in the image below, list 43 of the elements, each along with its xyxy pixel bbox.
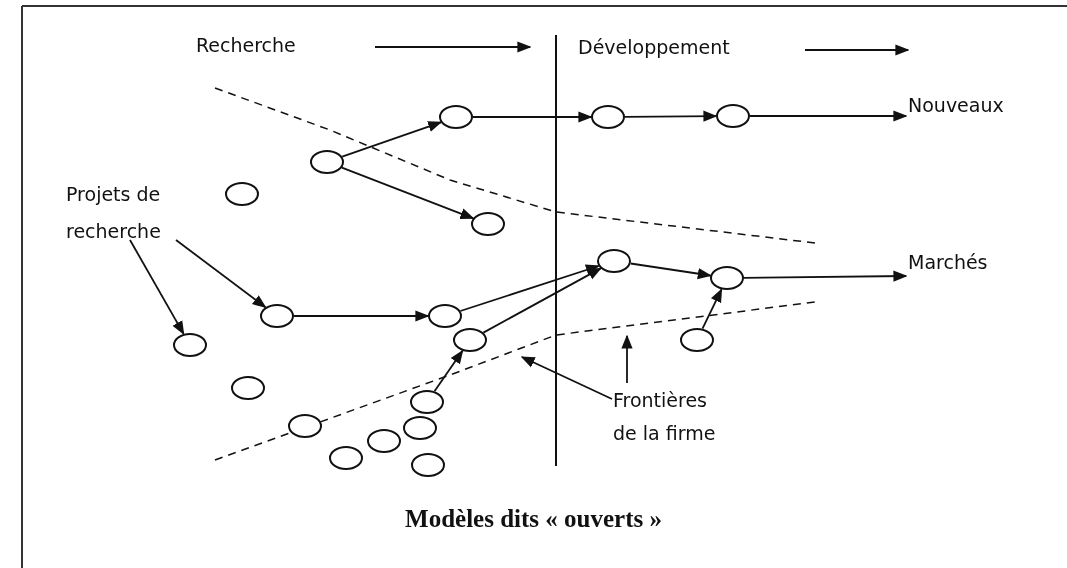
project-circle bbox=[310, 150, 344, 174]
project-circle bbox=[231, 376, 265, 400]
node-label: Projets de recherche bbox=[66, 176, 201, 250]
arrow bbox=[701, 288, 723, 330]
project-circle bbox=[716, 104, 750, 128]
arrow bbox=[624, 110, 718, 122]
project-circle bbox=[453, 328, 487, 352]
arrow bbox=[293, 310, 430, 322]
project-circle bbox=[173, 333, 207, 357]
project-circle bbox=[680, 328, 714, 352]
arrow bbox=[341, 121, 443, 158]
caption: Modèles dits « ouverts » bbox=[405, 505, 662, 532]
phase-heading: Développement bbox=[578, 36, 730, 58]
node-label: Nouveaux bbox=[908, 90, 1053, 120]
project-circle bbox=[471, 212, 505, 236]
project-circle bbox=[411, 453, 445, 477]
project-circle bbox=[225, 182, 259, 206]
arrow bbox=[482, 267, 602, 334]
project-circle bbox=[329, 446, 363, 470]
project-circle bbox=[403, 416, 437, 440]
arrow bbox=[749, 110, 908, 122]
leader-line bbox=[520, 356, 613, 400]
arrow bbox=[472, 111, 593, 123]
project-circle bbox=[367, 429, 401, 453]
node-label: Frontières de la firme bbox=[613, 384, 731, 450]
node-label: Marchés bbox=[908, 247, 1038, 277]
project-circle bbox=[260, 304, 294, 328]
project-circle bbox=[710, 266, 744, 290]
arrow bbox=[433, 349, 464, 393]
project-circle bbox=[410, 390, 444, 414]
arrow bbox=[129, 239, 185, 336]
phase-heading: Recherche bbox=[196, 34, 296, 56]
arrow bbox=[629, 262, 712, 280]
project-circle bbox=[428, 304, 462, 328]
project-circle bbox=[288, 414, 322, 438]
project-circle bbox=[591, 105, 625, 129]
leader-line bbox=[621, 334, 633, 384]
arrow bbox=[341, 166, 475, 220]
project-circle bbox=[439, 105, 473, 129]
project-circle bbox=[597, 249, 631, 273]
arrow bbox=[175, 239, 267, 309]
arrow bbox=[743, 270, 908, 282]
arrow bbox=[459, 264, 600, 312]
